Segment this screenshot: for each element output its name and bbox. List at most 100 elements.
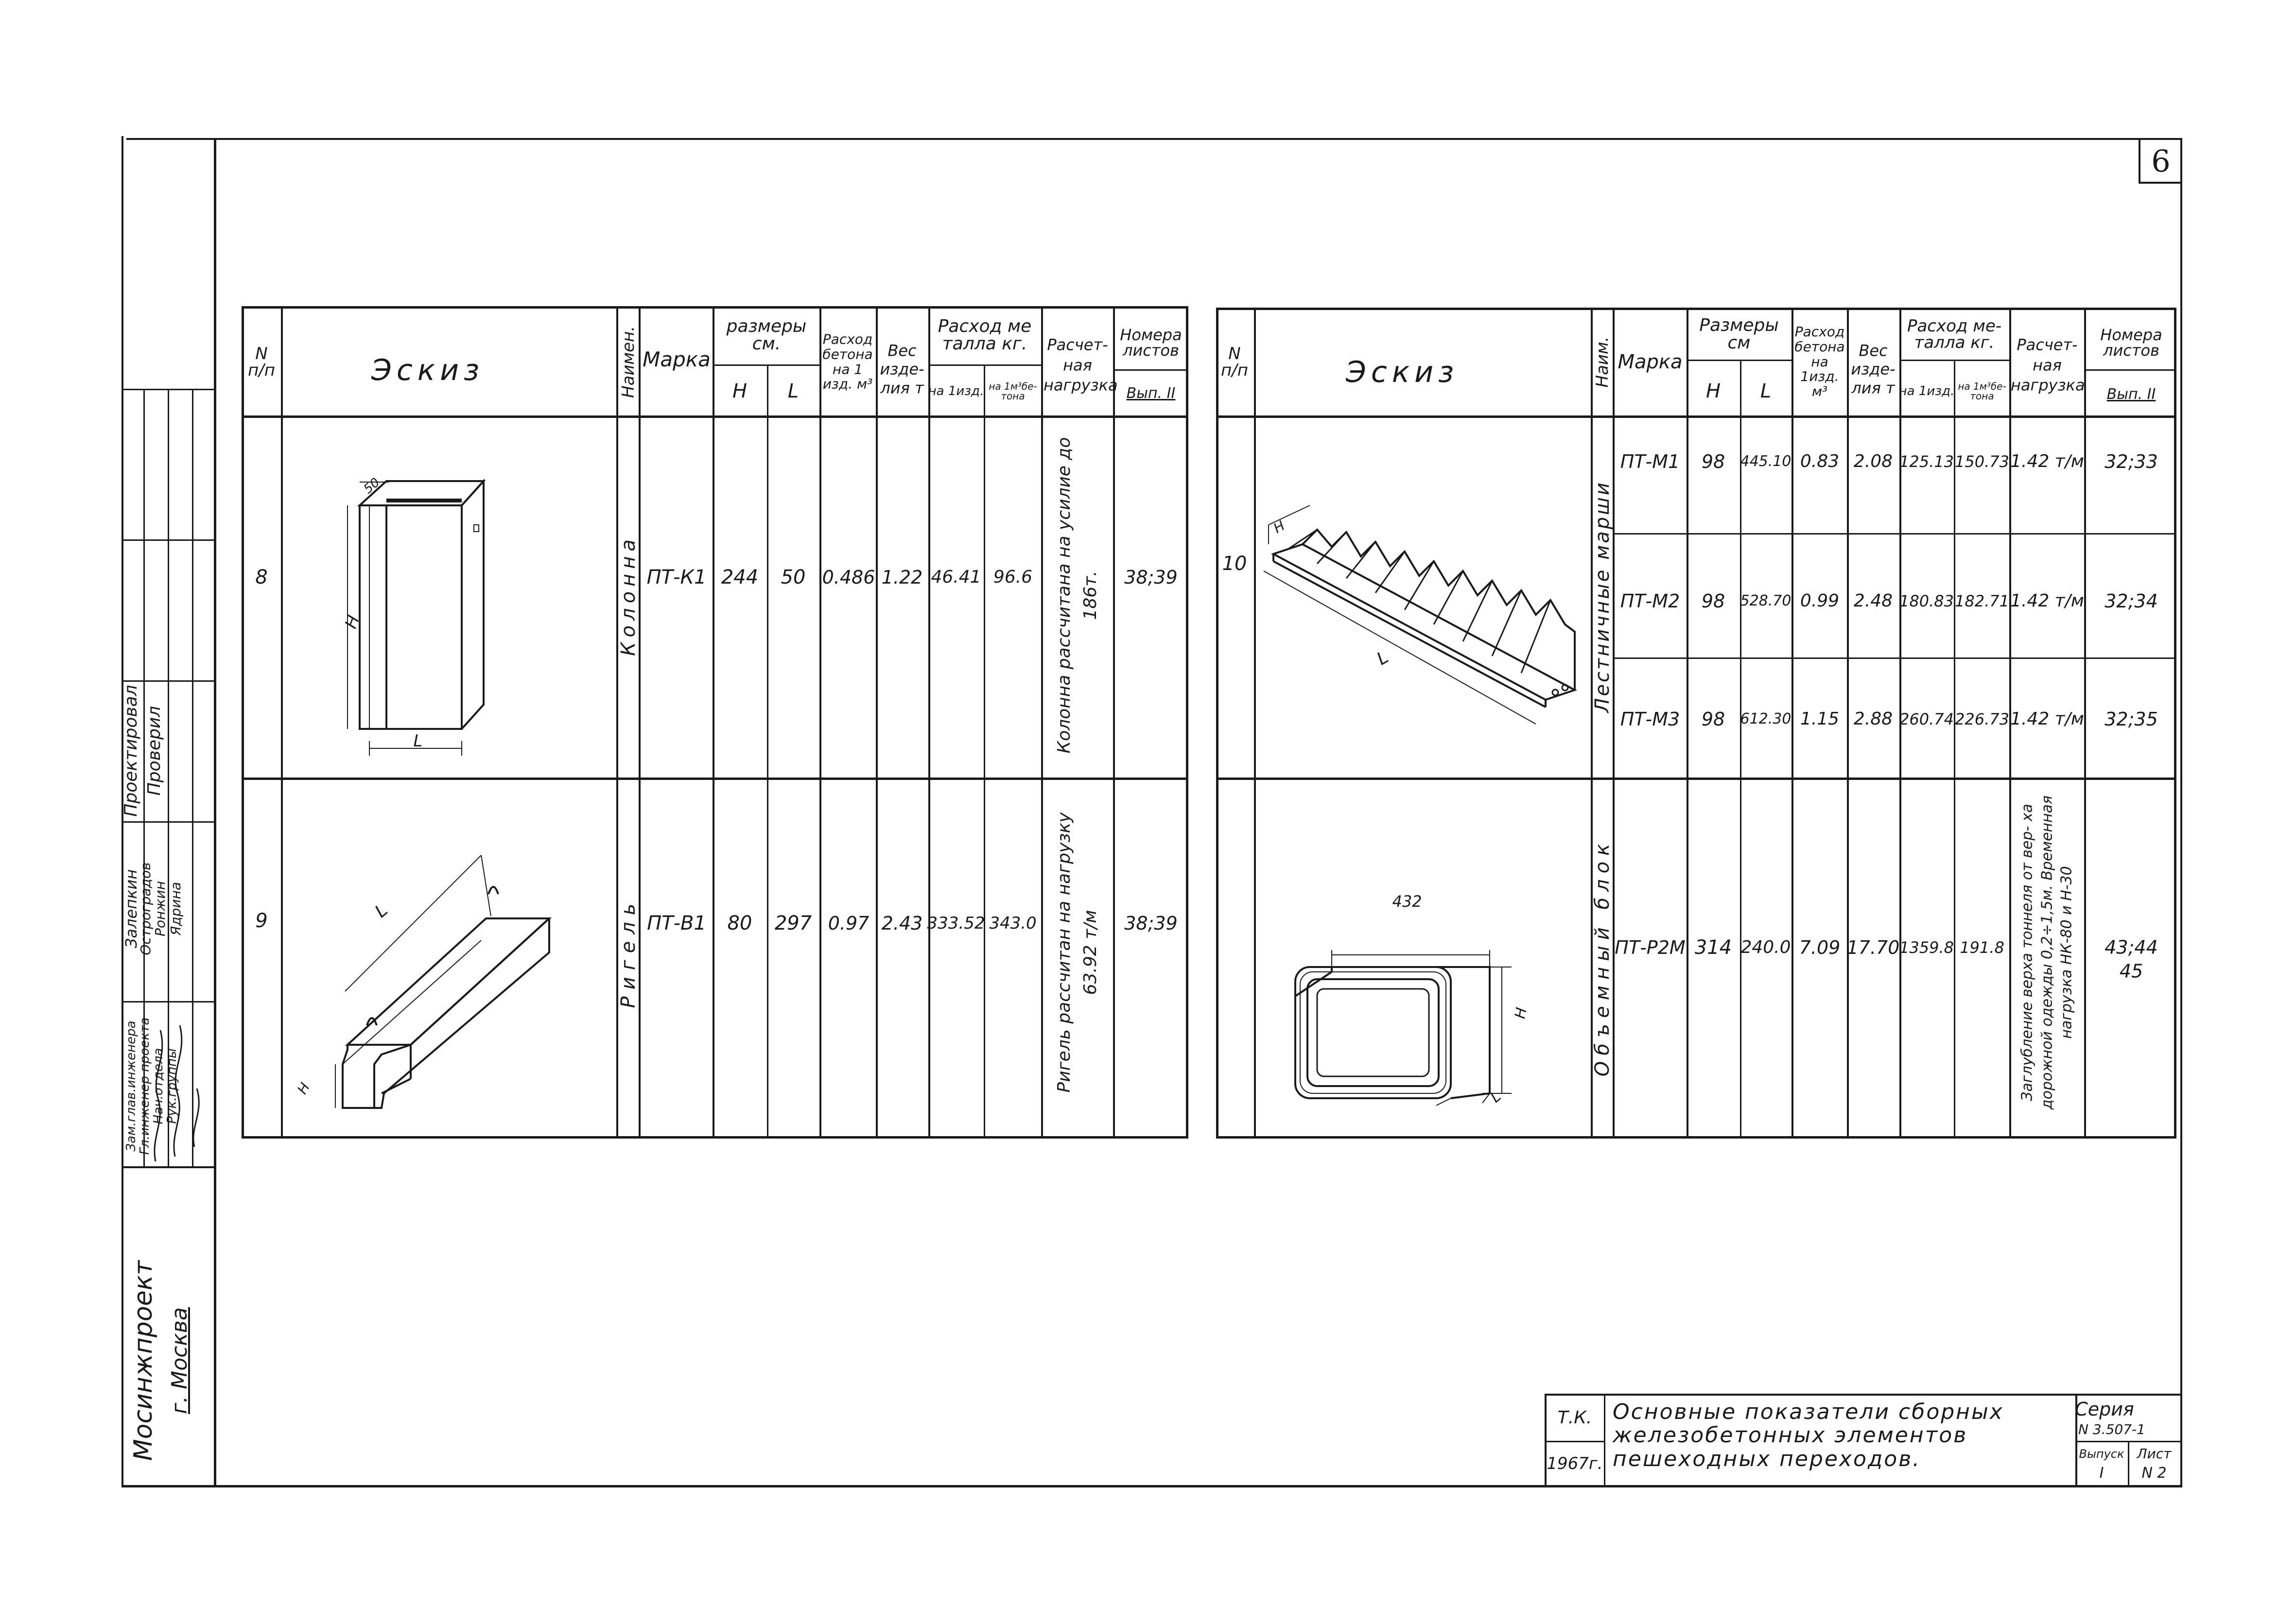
block-label-w: 432 xyxy=(1392,892,1422,911)
rt-h-row-3 xyxy=(1216,778,2176,780)
stamp-name-2: Остроградов xyxy=(138,862,154,955)
lt-h-mark: Марка xyxy=(643,347,711,371)
frame-right xyxy=(2180,138,2182,1487)
rt-r2-metal-item: 180.83 xyxy=(1899,592,1954,610)
rt-h-row-1 xyxy=(1613,533,2176,535)
rt-r3-sheets: 32;35 xyxy=(2105,708,2158,730)
rt-h-name: Наим. xyxy=(1593,336,1612,388)
tb-issue-label: Выпуск xyxy=(2079,1447,2124,1461)
rt-r2-load: 1.42 т/м xyxy=(2010,591,2084,611)
lt-r2-metal-item: 333.52 xyxy=(927,914,985,933)
stair-sketch xyxy=(1263,505,1578,725)
org-city: г. Москва xyxy=(167,1307,192,1414)
lt-h-sub-dims xyxy=(713,364,820,366)
rt-h-sheets-sub: Вып. II xyxy=(2106,386,2156,403)
lt-r1-sheets: 38;39 xyxy=(1124,567,1178,588)
lt-r2-num: 9 xyxy=(255,910,268,932)
lt-h-weight: Вес изде- лия т xyxy=(880,341,924,397)
page-number-box xyxy=(2139,138,2182,184)
tb-title: Основные показатели сборных железобетонн… xyxy=(1613,1400,2004,1471)
lt-v-11 xyxy=(1113,306,1115,1139)
rt-r1-mark: ПТ-М1 xyxy=(1620,451,1680,472)
lt-h-header xyxy=(242,415,1188,418)
tb-h-2 xyxy=(2075,1441,2180,1442)
rt-r1-concrete: 0.83 xyxy=(1800,451,1840,471)
rt-h-num: N п/п xyxy=(1221,344,1248,380)
rt-r3-load: 1.42 т/м xyxy=(2010,709,2084,729)
lt-v-5 xyxy=(767,364,768,1139)
lt-r2-sheets: 38;39 xyxy=(1124,913,1178,934)
lt-v-9 xyxy=(984,364,985,1139)
rt-h-header xyxy=(1216,415,2176,418)
lt-r1-metal-ton: 96.6 xyxy=(993,567,1033,587)
lt-r1-load: Колонна рассчитана на усилие до 186т. xyxy=(1054,437,1100,754)
column-sketch xyxy=(347,478,486,756)
stamp-name-4: Ядрина xyxy=(168,881,184,936)
rt-r3-mark: ПТ-М3 xyxy=(1620,708,1680,730)
rt-r3-weight: 2.88 xyxy=(1853,709,1893,729)
rt-group-num: 10 xyxy=(1222,553,1247,575)
frame-top xyxy=(126,138,2182,140)
lt-v-1 xyxy=(281,306,283,1139)
lt-r1-metal-item: 46.41 xyxy=(931,567,981,587)
rt-r2-h: 98 xyxy=(1701,590,1725,612)
lt-h-num: N п/п xyxy=(248,344,275,380)
stamp-vline-3 xyxy=(192,389,193,1166)
rt-h-load: Расчет- ная нагрузка xyxy=(2011,335,2085,395)
title-block xyxy=(1545,1394,2180,1485)
lt-r1-mark: ПТ-К1 xyxy=(646,566,707,588)
tb-year: 1967г. xyxy=(1547,1454,1603,1473)
rt-r3-metal-item: 260.74 xyxy=(1899,710,1954,728)
right-table-border xyxy=(1216,308,2176,1139)
rt-r1-weight: 2.08 xyxy=(1853,451,1893,471)
lt-v-7 xyxy=(876,306,878,1139)
lt-h-sub-sheets xyxy=(1113,369,1188,371)
rt-h-sub-dims xyxy=(1687,360,1792,361)
tb-sheet-num: N 2 xyxy=(2141,1465,2167,1482)
rt-r2-weight: 2.48 xyxy=(1853,591,1893,611)
rt-v-5 xyxy=(1740,360,1741,1139)
rt-v-11 xyxy=(2084,308,2086,1139)
rt-r3-l: 612.30 xyxy=(1740,710,1792,727)
lt-r2-name: Ригель xyxy=(617,897,640,1008)
lt-h-sheets-sub: Вып. II xyxy=(1126,385,1176,402)
lt-h-row xyxy=(242,778,1188,780)
lt-v-4 xyxy=(713,306,714,1139)
lt-h-sheets: Номера листов xyxy=(1120,326,1182,360)
lt-h-dim-l: L xyxy=(787,380,799,402)
lt-v-8 xyxy=(928,306,930,1139)
tb-h-1 xyxy=(1545,1441,1604,1442)
tb-v-3 xyxy=(2128,1441,2129,1485)
stamp-name-1: Залепкин xyxy=(122,869,140,949)
org-name: Мосинжпроект xyxy=(129,1260,158,1461)
lt-r2-h: 80 xyxy=(727,912,752,934)
rt-h-sub-sheets xyxy=(2084,369,2176,371)
block-sketch xyxy=(1294,950,1512,1106)
frame-outer-left xyxy=(122,136,123,1487)
rt-v-9 xyxy=(1954,360,1955,1139)
rt-block-metal-ton: 191.8 xyxy=(1960,938,2004,957)
rt-r1-load: 1.42 т/м xyxy=(2010,451,2084,471)
rt-h-dim-h: H xyxy=(1705,380,1721,402)
lt-h-dims: размеры см. xyxy=(726,316,807,354)
rt-block-metal-item: 1359.8 xyxy=(1899,938,1954,957)
left-table-border xyxy=(242,306,1188,1139)
rt-v-1 xyxy=(1254,308,1256,1139)
lt-r1-num: 8 xyxy=(255,566,268,588)
rt-block-sheets: 43;44 45 xyxy=(2105,936,2158,982)
lt-r1-h: 244 xyxy=(721,566,759,588)
rt-r1-sheets: 32;33 xyxy=(2105,451,2158,472)
stamp-hline-1 xyxy=(122,389,214,390)
rt-block-l: 240.0 xyxy=(1740,937,1791,957)
tb-sheet-label: Лист xyxy=(2137,1446,2172,1462)
stamp-hline-6 xyxy=(122,1166,214,1168)
stamp-role-checked: Проверил xyxy=(144,706,164,796)
stamp-hline-2 xyxy=(122,539,214,541)
rt-group-name: Лестничные марши xyxy=(1591,481,1614,713)
lt-h-load: Расчет- ная нагрузка xyxy=(1044,335,1118,395)
stamp-hline-5 xyxy=(122,1001,214,1002)
rt-h-dims: Размеры см xyxy=(1699,315,1779,353)
tb-v-1 xyxy=(1604,1394,1605,1485)
page-number: 6 xyxy=(2151,143,2171,179)
frame-inner-left xyxy=(214,138,216,1487)
